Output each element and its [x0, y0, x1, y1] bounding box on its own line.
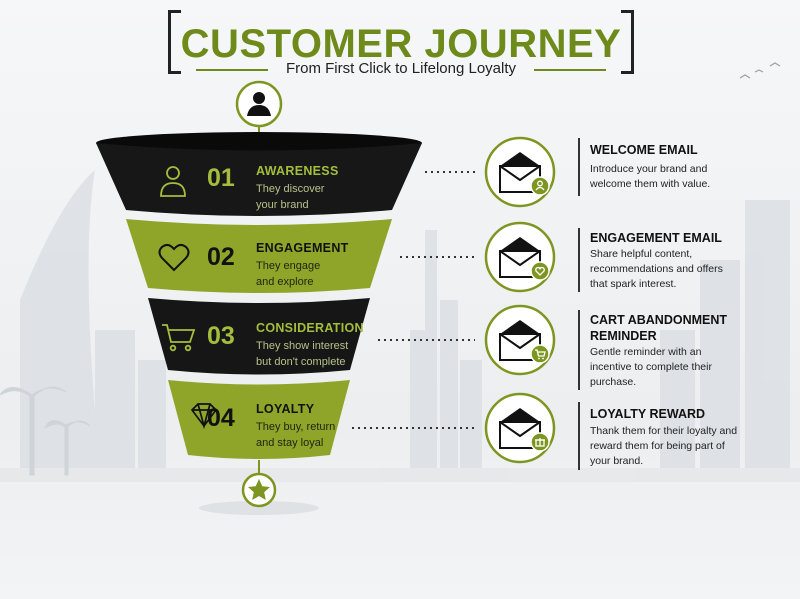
card-title: WELCOME EMAIL	[590, 143, 698, 157]
card-divider	[578, 310, 580, 390]
palm-trees	[0, 386, 91, 476]
email-circle	[484, 304, 556, 376]
envelope-icon	[499, 237, 541, 278]
cart-icon	[530, 344, 550, 364]
card-title: LOYALTY REWARD	[590, 407, 706, 421]
card-title: CART ABANDONMENT REMINDER	[590, 313, 728, 343]
gift-icon	[530, 432, 550, 452]
stage-3-cart-icon	[162, 324, 196, 352]
heart-icon	[530, 261, 550, 281]
card-desc: Introduce your brand and welcome them wi…	[590, 163, 711, 190]
card-divider	[578, 402, 580, 470]
star-icon	[248, 479, 270, 500]
title-block: CUSTOMER JOURNEY	[168, 10, 634, 74]
title-bracket-right	[621, 10, 634, 74]
stage-desc: They buy, return and stay loyal	[256, 421, 336, 449]
stage-number: 02	[207, 243, 235, 271]
funnel-rim	[96, 132, 422, 154]
funnel-shadow	[199, 501, 319, 515]
email-circle	[484, 136, 556, 208]
stage-number: 01	[207, 164, 235, 192]
email-circle	[484, 221, 556, 293]
subtitle-rule-right	[534, 69, 606, 71]
page-subtitle: From First Click to Lifelong Loyalty	[285, 60, 517, 77]
stage-number: 03	[207, 322, 235, 350]
stage-desc: They discover your brand	[256, 183, 325, 211]
stage-1-person-icon	[160, 166, 186, 197]
skyline-background	[0, 170, 800, 482]
stage-desc: They engage and explore	[256, 260, 321, 288]
stage-3-band	[148, 298, 370, 375]
stage-title: CONSIDERATION	[256, 321, 364, 335]
connectors	[352, 171, 475, 429]
subtitle-row: From First Click to Lifelong Loyalty	[168, 60, 634, 80]
card-desc: Thank them for their loyalty and reward …	[590, 425, 738, 467]
stage-title: ENGAGEMENT	[256, 241, 349, 255]
card-desc: Share helpful content, recommendations a…	[590, 248, 723, 290]
email-circle	[484, 392, 556, 464]
card-title: ENGAGEMENT EMAIL	[590, 231, 722, 245]
card-divider	[578, 228, 580, 292]
stage-number: 04	[207, 404, 235, 432]
card-desc: Gentle reminder with an incentive to com…	[590, 346, 712, 388]
stage-title: AWARENESS	[256, 164, 339, 178]
birds	[739, 62, 781, 79]
stage-title: LOYALTY	[256, 402, 315, 416]
subtitle-rule-left	[196, 69, 268, 71]
stage-4-diamond-icon	[190, 403, 218, 430]
title-bracket-left	[168, 10, 181, 74]
stage-1-band	[96, 143, 422, 216]
card-divider	[578, 138, 580, 196]
page-title: CUSTOMER JOURNEY	[180, 22, 622, 66]
stage-4-band	[168, 380, 350, 459]
person-icon	[247, 92, 271, 116]
stage-2-band	[126, 219, 392, 293]
stage-desc: They show interest but don't complete	[256, 340, 349, 368]
person-icon	[530, 176, 550, 196]
stage-2-heart-icon	[158, 243, 190, 272]
